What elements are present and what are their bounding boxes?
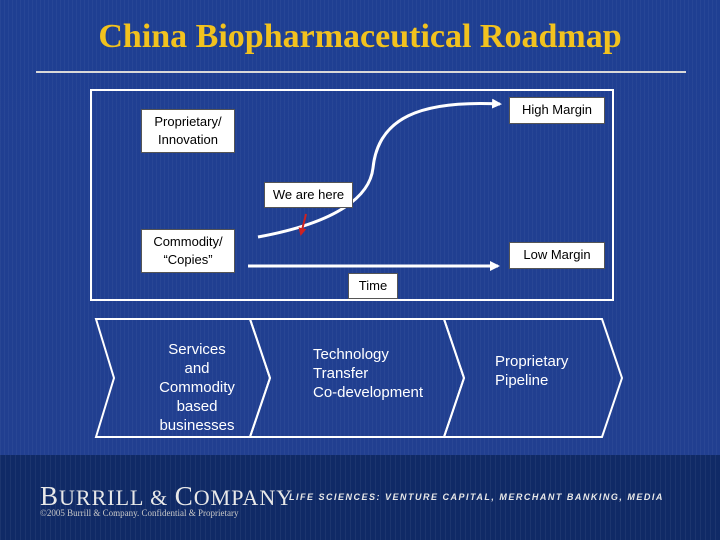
company-tagline: LIFE SCIENCES: VENTURE CAPITAL, MERCHANT… <box>289 492 664 502</box>
copyright-notice: ©2005 Burrill & Company. Confidential & … <box>40 508 239 518</box>
slide-background <box>0 0 720 455</box>
innovation-line: Innovation <box>158 132 218 147</box>
stage-line: and <box>184 360 210 377</box>
high-margin-label: High Margin <box>509 97 605 124</box>
stage-line: Services <box>168 341 226 358</box>
copies-line: “Copies” <box>163 252 213 267</box>
stage-chevrons <box>94 318 624 438</box>
logo-text: URRILL & <box>59 485 175 510</box>
stage-line: Pipeline <box>495 372 549 389</box>
stage-label-technology: Technology Transfer Co-development <box>313 345 453 402</box>
stage-line: Proprietary <box>495 353 569 370</box>
roadmap-diagram <box>248 98 502 271</box>
stage-chevron-pipeline <box>442 318 624 438</box>
we-are-here-pointer <box>298 213 307 236</box>
stage-line: Transfer <box>313 365 369 382</box>
page-title: China Biopharmaceutical Roadmap <box>98 18 622 55</box>
stage-line: Technology <box>313 346 389 363</box>
logo-initial: C <box>174 481 194 511</box>
proprietary-line: Proprietary/ <box>154 114 222 129</box>
stage-label-services: Services and Commodity based businesses <box>143 340 251 435</box>
logo-initial: B <box>40 481 60 511</box>
we-are-here-label: We are here <box>264 182 353 208</box>
growth-curve <box>257 98 502 239</box>
logo-text: OMPANY <box>193 485 294 510</box>
stage-line: based <box>176 398 218 415</box>
stage-line: businesses <box>159 417 235 434</box>
commodity-line: Commodity/ <box>153 234 223 249</box>
stage-label-pipeline: Proprietary Pipeline <box>495 352 605 390</box>
time-axis-label: Time <box>348 273 398 299</box>
title-divider <box>36 71 686 73</box>
company-logo: BURRILL & COMPANY <box>40 481 293 512</box>
commodity-copies-label: Commodity/ “Copies” <box>141 229 235 273</box>
proprietary-innovation-label: Proprietary/ Innovation <box>141 109 235 153</box>
stage-line: Commodity <box>159 379 235 396</box>
roadmap-frame <box>90 89 614 301</box>
footer-band <box>0 455 720 540</box>
stage-line: Co-development <box>313 384 424 401</box>
low-margin-label: Low Margin <box>509 242 605 269</box>
